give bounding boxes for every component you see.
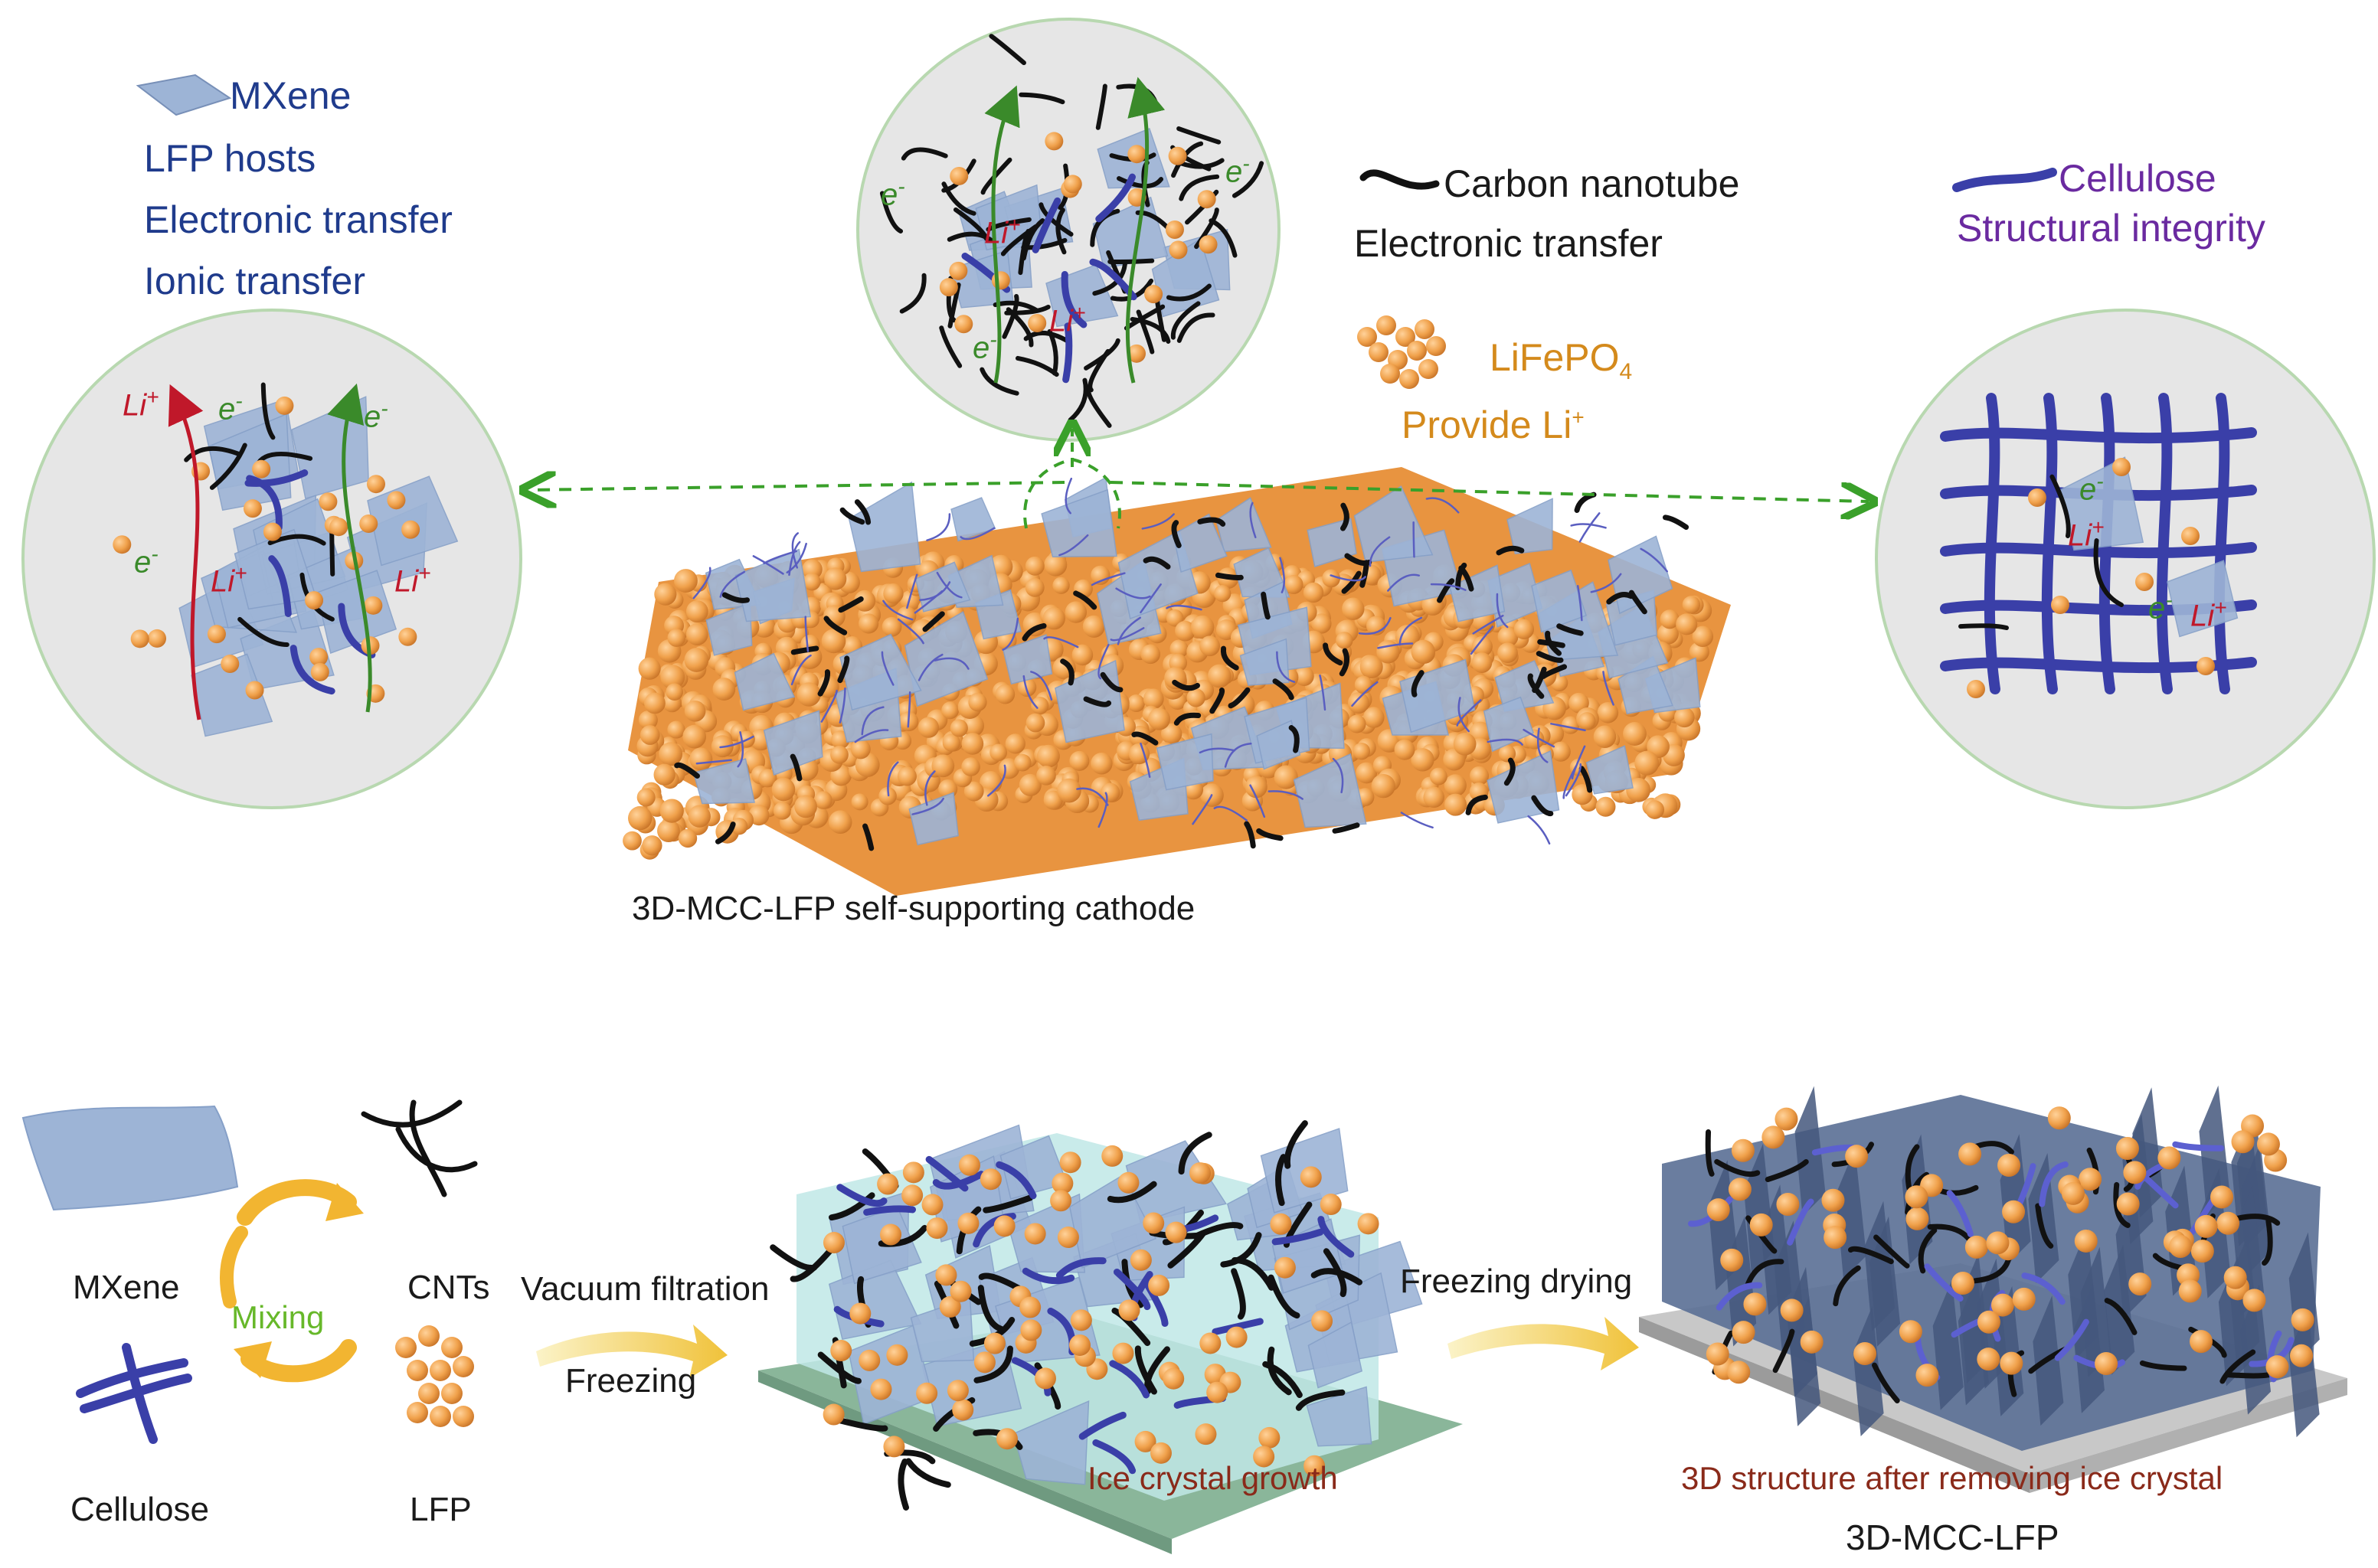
legend-cnt-role: Electronic transfer <box>1354 222 1663 265</box>
mixing-label: Mixing <box>231 1299 325 1335</box>
mixing-cycle-icon <box>219 1179 364 1383</box>
inset-top-network <box>879 34 1264 428</box>
inset-left-li-label-2: Li+ <box>211 561 247 599</box>
inset-left-electron-label-1: e- <box>218 389 243 426</box>
ice-caption: Ice crystal growth <box>1088 1460 1338 1496</box>
inset-top-electron-label-3: e- <box>973 328 997 365</box>
inset-left-li-label-3: Li+ <box>394 561 431 599</box>
process-arrow-1 <box>536 1325 728 1378</box>
lfp-cluster-icon <box>395 1325 474 1427</box>
legend-mxene-role-1: LFP hosts <box>144 137 316 180</box>
legend-cnt-label: Carbon nanotube <box>1444 162 1740 205</box>
legend-cellulose-role: Structural integrity <box>1957 207 2265 250</box>
inset-right-li-label-2: Li+ <box>2190 596 2227 633</box>
inset-right-electron-label-1: e- <box>2079 469 2104 507</box>
process-lfp-label: LFP <box>410 1491 472 1528</box>
final-caption: 3D-MCC-LFP <box>1846 1517 2059 1557</box>
legend-lfp-role: Provide Li+ <box>1402 403 1585 446</box>
legend-mxene-icon <box>136 74 232 116</box>
inset-top-li-label-2: Li+ <box>1049 301 1086 338</box>
inset-right-electron-label-2: e- <box>2148 588 2173 626</box>
step1-top-label: Vacuum filtration <box>521 1270 770 1308</box>
cathode-slab <box>623 467 1731 896</box>
mxene-sheet-icon <box>21 1105 239 1211</box>
process-cellulose-label: Cellulose <box>70 1491 209 1528</box>
dried-block <box>1639 1085 2347 1493</box>
inset-left-electron-label-3: e- <box>134 542 159 580</box>
dried-caption: 3D structure after removing ice crystal <box>1681 1460 2223 1496</box>
cellulose-cross-icon <box>76 1343 192 1444</box>
step2-top-label: Freezing drying <box>1400 1263 1633 1300</box>
legend-mxene-role-3: Ionic transfer <box>144 260 366 302</box>
dashed-arrow-left <box>528 482 1065 490</box>
dashed-arrow-right <box>1110 481 1869 501</box>
cnt-cluster-icon <box>361 1099 478 1197</box>
inset-right-network <box>1940 393 2257 698</box>
step1-bottom-label: Freezing <box>565 1362 697 1400</box>
inset-top-electron-label-1: e- <box>881 175 905 212</box>
inset-left-network <box>113 382 459 737</box>
inset-left-electron-label-2: e- <box>364 397 388 434</box>
frozen-block <box>758 1120 1463 1554</box>
process-mxene-label: MXene <box>73 1269 180 1306</box>
legend-cellulose-label: Cellulose <box>2059 157 2216 200</box>
inset-top-li-label-1: Li+ <box>984 213 1021 250</box>
legend-cellulose-icon <box>1952 168 2057 192</box>
process-cnts-label: CNTs <box>407 1269 490 1306</box>
cathode-caption: 3D-MCC-LFP self-supporting cathode <box>632 890 1196 927</box>
inset-right-li-label-1: Li+ <box>2068 515 2105 553</box>
legend-cnt-icon <box>1359 169 1440 190</box>
inset-top-electron-label-2: e- <box>1225 152 1250 189</box>
process-arrow-2 <box>1447 1317 1639 1370</box>
legend-lfp-icon <box>1357 315 1446 389</box>
legend-lfp-label: LiFePO4 <box>1490 336 1633 384</box>
inset-right-circle <box>1875 309 2376 809</box>
inset-left-li-label-1: Li+ <box>123 385 159 423</box>
legend-mxene-role-2: Electronic transfer <box>144 198 453 241</box>
legend-mxene-label: MXene <box>230 74 352 117</box>
